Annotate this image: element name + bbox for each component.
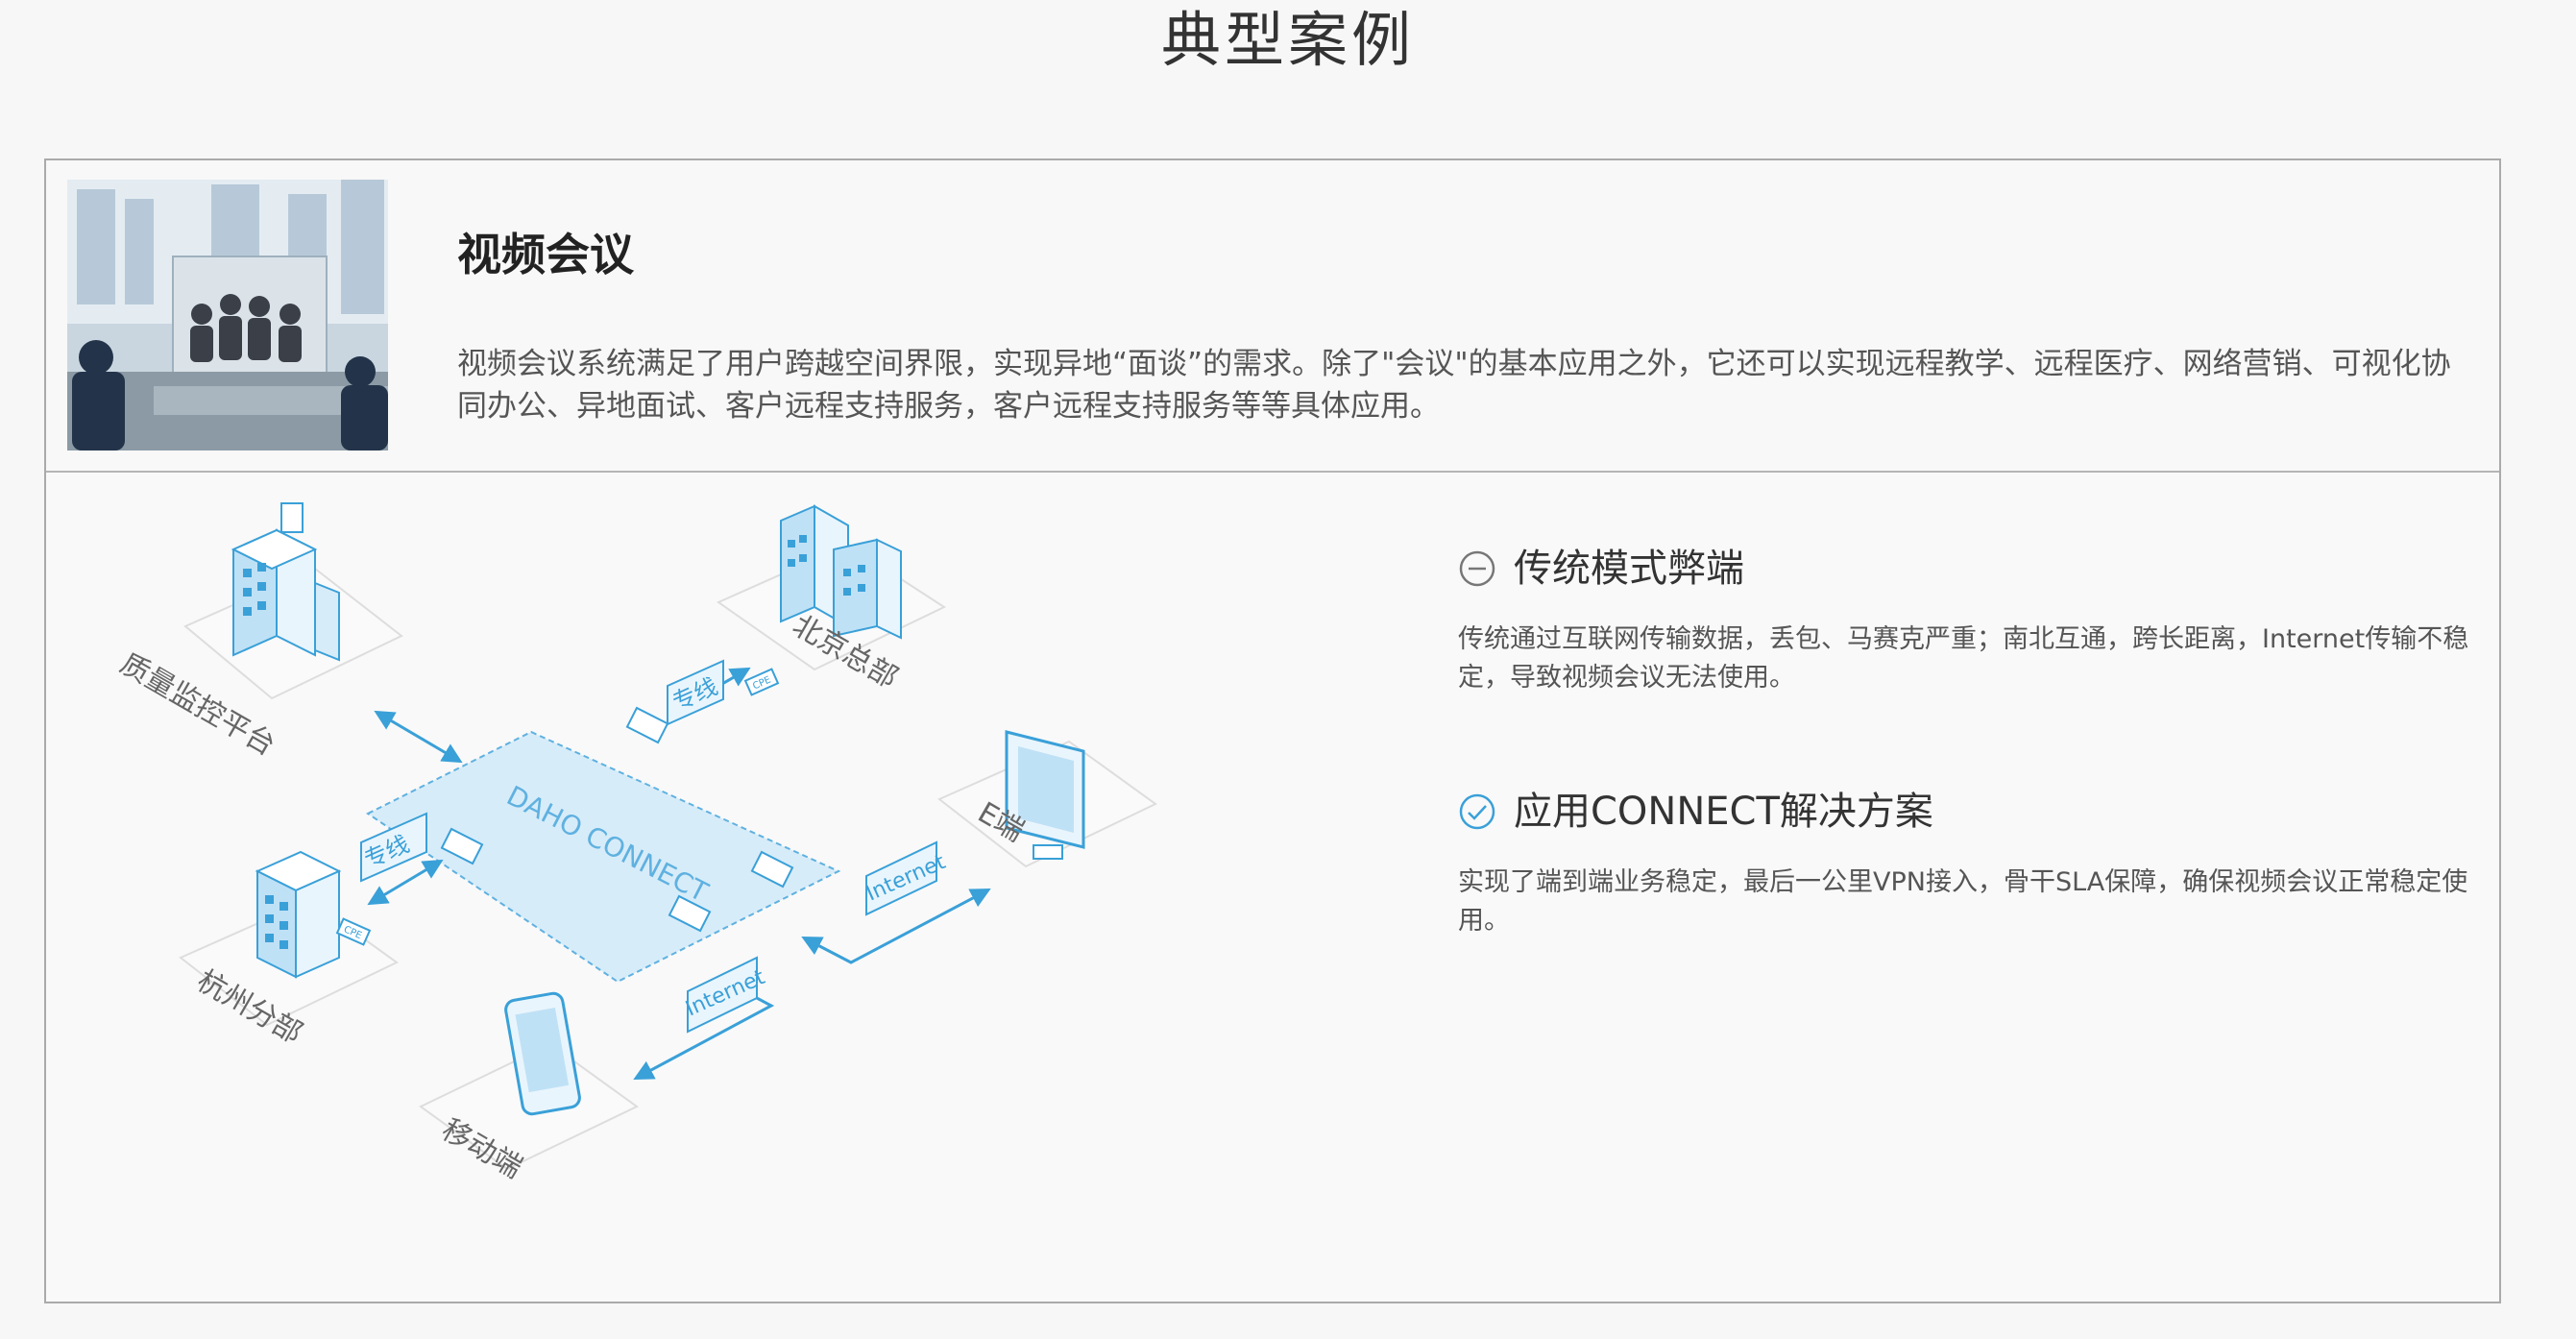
node-hangzhou-branch: 杭州分部 bbox=[179, 850, 399, 1051]
case-header: 视频会议 视频会议系统满足了用户跨越空间界限，实现异地“面谈”的需求。除了"会议… bbox=[46, 160, 2499, 473]
point-text: 传统通过互联网传输数据，丢包、马赛克严重；南北互通，跨长距离，Internet传… bbox=[1458, 624, 2469, 693]
case-description: 视频会议系统满足了用户跨越空间界限，实现异地“面谈”的需求。除了"会议"的基本应… bbox=[457, 347, 2451, 424]
point-head: 传统模式弊端 bbox=[1458, 540, 2476, 597]
point-solution: 应用CONNECT解决方案 实现了端到端业务稳定，最后一公里VPN接入，骨干SL… bbox=[1458, 783, 2476, 940]
network-diagram: DAHO CONNECT 质量监控平台 北 bbox=[114, 502, 1157, 1185]
case-card: 视频会议 视频会议系统满足了用户跨越空间界限，实现异地“面谈”的需求。除了"会议… bbox=[44, 158, 2501, 1303]
node-e-end: E端 bbox=[937, 730, 1157, 868]
link-label-internet1: Internet bbox=[863, 840, 950, 916]
point-head: 应用CONNECT解决方案 bbox=[1458, 783, 2476, 840]
node-mobile: 移动端 bbox=[419, 991, 639, 1185]
link-label-internet2: Internet bbox=[682, 956, 769, 1034]
node-quality-platform: 质量监控平台 bbox=[114, 502, 403, 763]
case-title: 视频会议 bbox=[457, 229, 634, 280]
node-beijing-hq: 北京总部 bbox=[716, 504, 947, 695]
cpe-boxes bbox=[440, 706, 794, 933]
point-text: 实现了端到端业务稳定，最后一公里VPN接入，骨干SLA保障，确保视频会议正常稳定… bbox=[1458, 867, 2468, 936]
point-traditional: 传统模式弊端 传统通过互联网传输数据，丢包、马赛克严重；南北互通，跨长距离，In… bbox=[1458, 540, 2476, 697]
meeting-photo bbox=[67, 180, 388, 450]
cpe-tags bbox=[335, 668, 780, 946]
page-title: 典型案例 bbox=[1160, 5, 1415, 75]
daho-connect-zone: DAHO CONNECT bbox=[366, 730, 841, 984]
point-title: 应用CONNECT解决方案 bbox=[1514, 790, 1933, 834]
link-label-line1: 专线 bbox=[667, 659, 724, 726]
minus-circle-icon bbox=[1459, 550, 1495, 587]
point-title: 传统模式弊端 bbox=[1514, 547, 1744, 591]
check-circle-icon bbox=[1459, 793, 1495, 830]
